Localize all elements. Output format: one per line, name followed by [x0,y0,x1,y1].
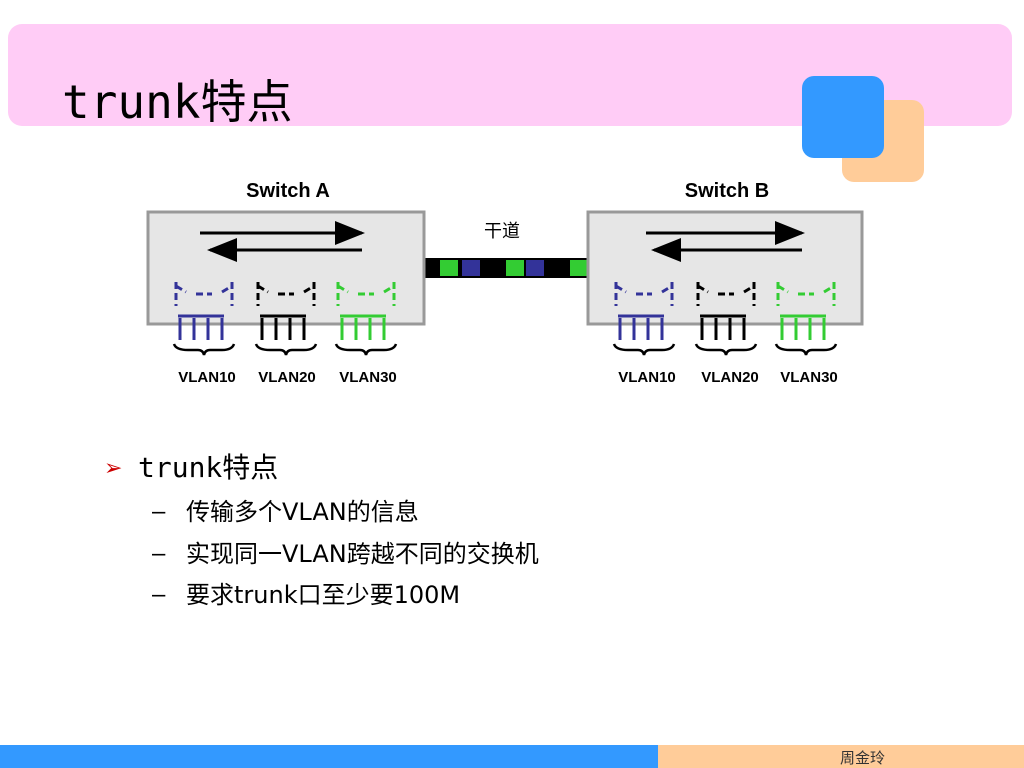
switch-b-vlan-label: VLAN30 [780,369,838,386]
switch-b-vlan-label: VLAN10 [618,369,676,386]
switch-a-port-vlan10 [174,282,234,340]
arrow-bullet-icon: ➢ [104,456,123,481]
decorative-square-blue [802,76,884,158]
switch-a-port-vlan20 [256,282,316,340]
trunk-link [425,258,588,278]
switch-a-box [146,210,426,326]
switch-a-vlan-label: VLAN20 [258,369,316,386]
switch-b-port-vlan10 [614,282,674,340]
footer-bar-orange [658,745,1024,768]
dash-bullet-icon: – [152,581,166,608]
switch-a-vlan-label: VLAN10 [178,369,236,386]
switch-b-braces [612,343,838,356]
switch-b-label: Switch B [685,180,769,202]
switch-b-port-vlan20 [696,282,756,340]
switch-b-box [586,210,864,326]
bullet-sub-text: 实现同一VLAN跨越不同的交换机 [186,540,539,568]
switch-a-port-vlan30 [336,282,396,340]
switch-b-vlan-label: VLAN20 [701,369,759,386]
switch-a-vlan-label: VLAN30 [339,369,397,386]
bullet-sub-text: 要求trunk口至少要100M [186,581,461,609]
dash-bullet-icon: – [152,498,166,525]
dash-bullet-icon: – [152,540,166,567]
footer-author: 周金玲 [840,749,886,767]
switch-b-port-vlan30 [776,282,836,340]
trunk-label: 干道 [484,221,520,242]
switch-a-braces [172,343,398,356]
bullet-main-text: trunk特点 [138,451,279,484]
footer-bar-blue [0,745,658,768]
page-title: trunk特点 [62,75,293,129]
trunk-diagram: 干道 Switch A VLAN10 VLAN20 VLAN30 Switch … [146,180,864,386]
bullet-sub-text: 传输多个VLAN的信息 [186,498,419,526]
switch-a-label: Switch A [246,180,330,202]
